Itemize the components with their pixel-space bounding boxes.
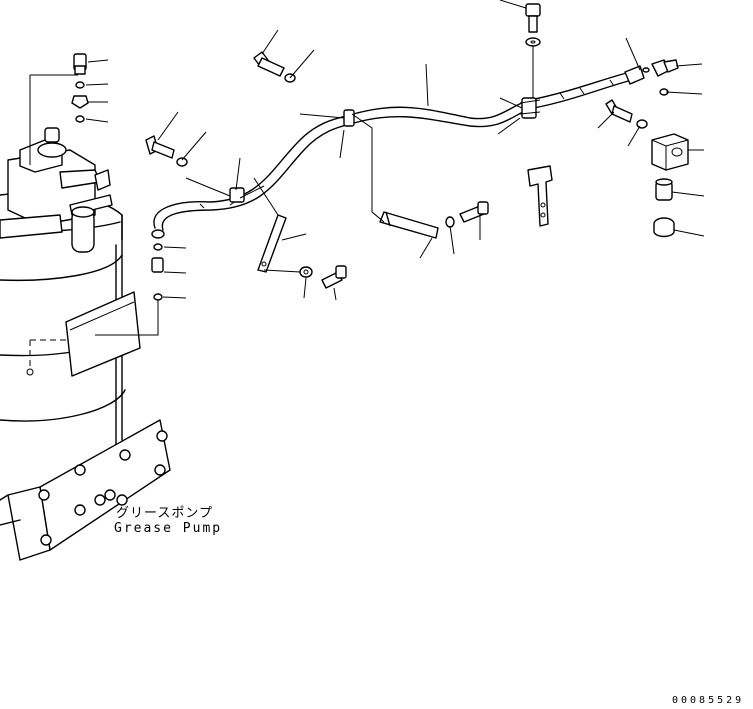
grease-hose xyxy=(153,65,645,231)
leader-lines xyxy=(157,0,705,301)
hose-brackets xyxy=(257,165,553,273)
grease-pump-assembly xyxy=(0,127,171,561)
drawing-number: 00085529 xyxy=(672,695,745,706)
hose-end-fittings xyxy=(95,229,187,336)
right-fittings xyxy=(642,59,689,238)
grease-pump-label-en: Grease Pump xyxy=(114,521,223,536)
bolts-and-washers xyxy=(145,3,648,289)
grease-pump-label-jp: グリースポンプ xyxy=(116,506,213,521)
pump-fittings xyxy=(29,53,109,165)
